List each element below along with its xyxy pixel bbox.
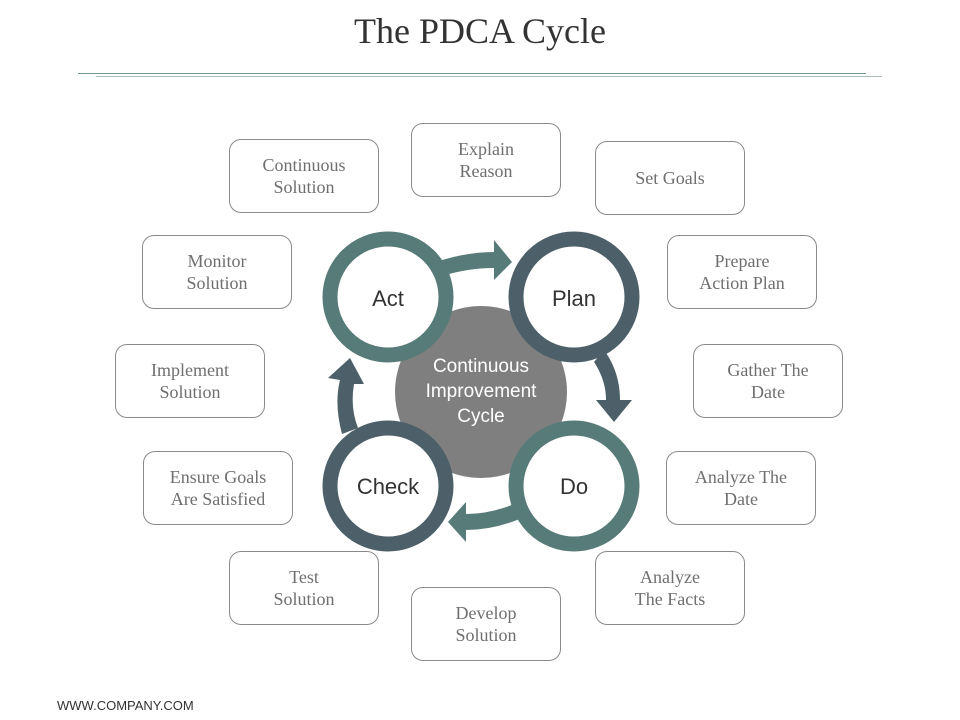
step-box-explain-reason: Explain Reason [411, 123, 561, 197]
step-box-analyze-the-date: Analyze The Date [666, 451, 816, 525]
step-label: Set Goals [635, 168, 705, 188]
stage-plan-label: Plan [551, 286, 597, 311]
step-label: Develop Solution [455, 603, 517, 645]
step-box-monitor-solution: Monitor Solution [142, 235, 292, 309]
step-box-test-solution: Test Solution [229, 551, 379, 625]
step-box-gather-the-date: Gather The Date [693, 344, 843, 418]
step-label: Continuous Solution [262, 155, 346, 197]
ring-check [322, 420, 454, 552]
step-box-prepare-action-plan: Prepare Action Plan [667, 235, 817, 309]
step-label: Ensure Goals Are Satisfied [169, 467, 267, 509]
arrow-do-to-check [448, 502, 522, 542]
stage-act-label: Act [372, 286, 404, 311]
arrow-plan-to-do [594, 350, 632, 422]
step-box-analyze-the-facts: Analyze The Facts [595, 551, 745, 625]
step-box-ensure-goals: Ensure Goals Are Satisfied [143, 451, 293, 525]
ring-act [322, 231, 454, 363]
center-circle [395, 306, 567, 478]
step-label: Gather The Date [727, 360, 809, 402]
title-divider [78, 73, 866, 74]
step-label: Implement Solution [151, 360, 229, 402]
title-divider-shadow [96, 76, 882, 77]
footer-url: WWW.COMPANY.COM [57, 698, 194, 713]
arrow-act-to-plan [436, 240, 512, 280]
ring-do [508, 420, 640, 552]
ring-plan [508, 231, 640, 363]
step-box-develop-solution: Develop Solution [411, 587, 561, 661]
step-label: Monitor Solution [186, 251, 248, 293]
step-box-continuous-solution: Continuous Solution [229, 139, 379, 213]
step-label: Analyze The Facts [634, 567, 706, 609]
step-box-set-goals: Set Goals [595, 141, 745, 215]
step-label: Analyze The Date [694, 467, 788, 509]
page-title: The PDCA Cycle [354, 11, 606, 51]
step-box-implement-solution: Implement Solution [115, 344, 265, 418]
step-label: Prepare Action Plan [699, 251, 785, 293]
stage-do-label: Do [559, 474, 589, 499]
arrow-check-to-act [328, 358, 364, 434]
center-label: Continuous Improvement Cycle [425, 356, 537, 427]
step-label: Explain Reason [458, 139, 514, 181]
stage-check-label: Check [356, 474, 420, 499]
step-label: Test Solution [273, 567, 335, 609]
